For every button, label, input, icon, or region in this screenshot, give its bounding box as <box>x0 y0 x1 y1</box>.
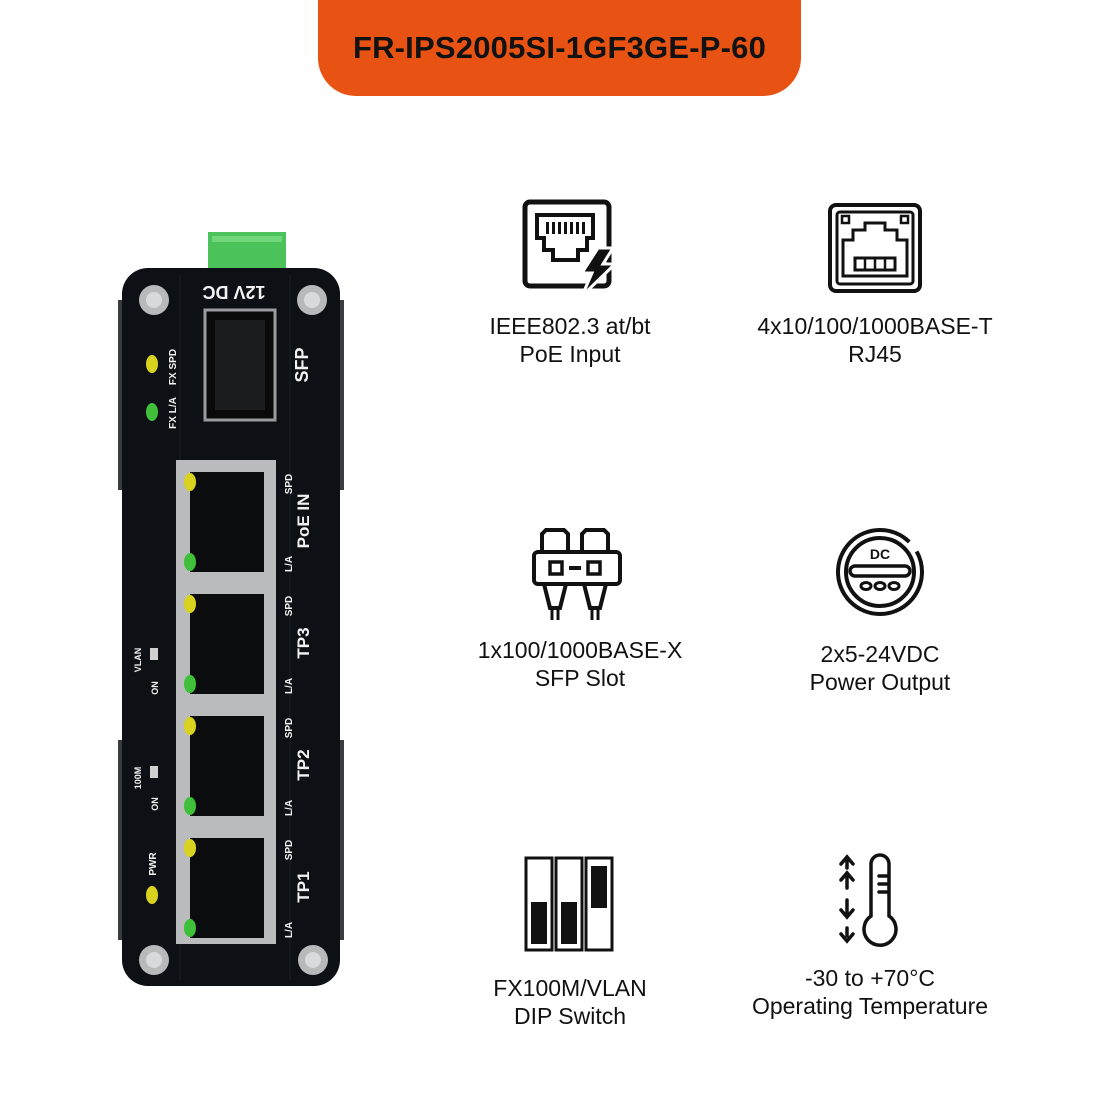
power-label: 12V DC <box>202 282 265 302</box>
led-spd <box>184 595 196 613</box>
led-la <box>184 553 196 571</box>
led-spd <box>184 717 196 735</box>
rj45-port[interactable]: SPD L/A TP2 <box>184 716 313 816</box>
port-name-label: TP2 <box>294 749 313 780</box>
rj45-icon <box>828 203 922 293</box>
feature-line2: DIP Switch <box>513 1003 627 1029</box>
led-spd <box>184 473 196 491</box>
model-title: FR-IPS2005SI-1GF3GE-P-60 <box>352 30 767 65</box>
rj45-socket[interactable] <box>190 472 264 572</box>
dip-switch-icon <box>524 856 614 952</box>
port-spd-label: SPD <box>284 596 295 617</box>
feature-line2: RJ45 <box>848 341 902 367</box>
feature-sfp: 1x100/1000BASE-X SFP Slot <box>450 526 710 692</box>
feature-line2: Operating Temperature <box>751 993 989 1019</box>
rj45-socket[interactable] <box>190 838 264 938</box>
dc-power-icon: DC <box>836 528 924 616</box>
port-la-label: L/A <box>284 556 295 572</box>
port-la-label: L/A <box>284 678 295 694</box>
port-spd-label: SPD <box>284 718 295 739</box>
rj45-port[interactable]: SPD L/A TP1 <box>184 838 313 938</box>
vlan-on-label: ON <box>150 681 160 695</box>
feature-line1: 1x100/1000BASE-X <box>477 637 683 663</box>
sfp-label: SFP <box>292 347 312 382</box>
model-banner: FR-IPS2005SI-1GF3GE-P-60 <box>318 0 801 96</box>
dip-switch-vlan[interactable] <box>150 648 158 660</box>
led-spd <box>184 839 196 857</box>
svg-text:DC: DC <box>870 546 890 562</box>
feature-line1: 4x10/100/1000BASE-T <box>757 313 993 339</box>
port-la-label: L/A <box>284 922 295 938</box>
dip-switch-100m[interactable] <box>150 766 158 778</box>
fx-la-label: FX L/A <box>168 397 179 429</box>
port-spd-label: SPD <box>284 840 295 861</box>
port-spd-label: SPD <box>284 474 295 495</box>
feature-dip-switch: FX100M/VLAN DIP Switch <box>450 852 690 1030</box>
sfp-module-icon <box>532 528 622 620</box>
rj45-port[interactable]: SPD L/A PoE IN <box>184 472 313 572</box>
feature-rj45: 4x10/100/1000BASE-T RJ45 <box>730 198 1020 368</box>
feature-line2: PoE Input <box>519 341 621 367</box>
led-la <box>184 919 196 937</box>
screw-icon <box>139 285 328 975</box>
feature-line1: -30 to +70°C <box>804 965 936 991</box>
feature-line2: Power Output <box>809 669 951 695</box>
100m-label: 100M <box>133 767 143 790</box>
feature-temperature: -30 to +70°C Operating Temperature <box>720 852 1020 1020</box>
feature-dc-output: DC 2x5-24VDC Power Output <box>760 526 1000 696</box>
led-la <box>184 797 196 815</box>
pwr-label: PWR <box>148 852 159 876</box>
led-la <box>184 675 196 693</box>
port-la-label: L/A <box>284 800 295 816</box>
port-name-label: TP3 <box>294 627 313 658</box>
led-fx-spd <box>146 355 158 373</box>
100m-on-label: ON <box>150 797 160 811</box>
fx-spd-label: FX SPD <box>168 349 179 385</box>
feature-poe-input: IEEE802.3 at/bt PoE Input <box>450 198 690 368</box>
feature-line1: IEEE802.3 at/bt <box>489 313 651 339</box>
poe-input-icon <box>522 199 619 298</box>
feature-line1: FX100M/VLAN <box>493 975 647 1001</box>
rj45-port[interactable]: SPD L/A TP3 <box>184 594 313 694</box>
led-fx-la <box>146 403 158 421</box>
feature-line1: 2x5-24VDC <box>820 641 940 667</box>
feature-line2: SFP Slot <box>534 665 626 691</box>
rj45-socket[interactable] <box>190 716 264 816</box>
rj45-socket[interactable] <box>190 594 264 694</box>
led-pwr <box>146 886 158 904</box>
vlan-label: VLAN <box>133 648 143 673</box>
thermometer-icon <box>839 853 898 947</box>
port-name-label: PoE IN <box>294 494 313 549</box>
port-name-label: TP1 <box>294 871 313 902</box>
